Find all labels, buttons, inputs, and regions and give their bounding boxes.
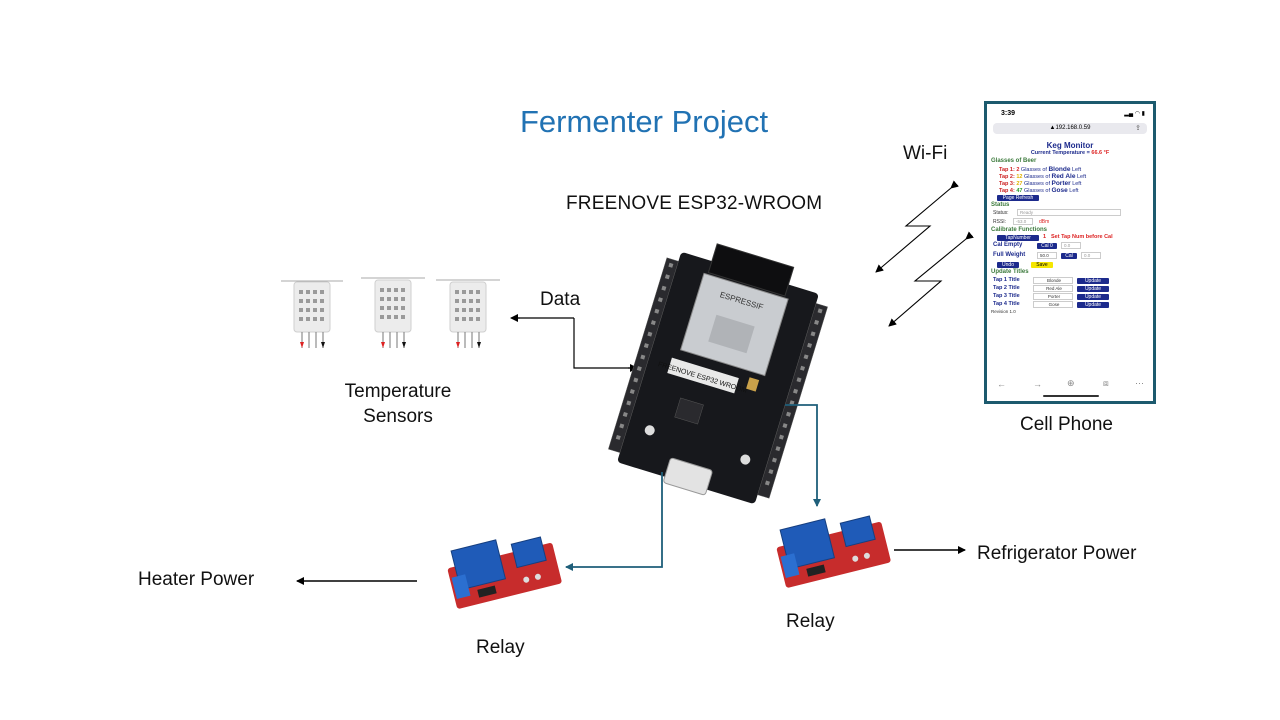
tap-title-label: Tap 1 Title	[993, 277, 1020, 283]
tap-title-field[interactable]: Red Ale	[1033, 285, 1073, 292]
page-refresh-button[interactable]: Page Refresh	[997, 195, 1039, 201]
tapnumber-hint: Set Tap Num before Cal	[1051, 234, 1113, 240]
tap-row: Tap 2: 12 Glasses of Red Ale Left	[999, 173, 1087, 180]
cell-phone-screen: 3:39 ▂▄ ◠ ▮ ▲192.168.0.59 ⇪ Keg Monitor …	[984, 101, 1156, 404]
tabs-icon[interactable]: ⧈	[1103, 378, 1109, 388]
save-button[interactable]: Save	[1031, 262, 1053, 268]
temperature-sensor-2	[361, 277, 425, 348]
temperature-sensor-3	[436, 279, 500, 348]
undo-button[interactable]: Undo	[997, 262, 1019, 268]
relay-left	[447, 536, 562, 609]
cal-empty-field[interactable]: 0.0	[1061, 242, 1081, 249]
rssi-unit: dBm	[1039, 219, 1050, 225]
update-titles-heading: Update Titles	[991, 269, 1029, 275]
update-button[interactable]: Update	[1077, 302, 1109, 308]
tap-title-field[interactable]: Gose	[1033, 301, 1073, 308]
wifi-link-2	[888, 231, 974, 327]
tap-row: Tap 1: 2 Glasses of Blonde Left	[999, 166, 1082, 173]
tap-title-label: Tap 3 Title	[993, 293, 1020, 299]
cal0-button[interactable]: Cal 0	[1037, 243, 1057, 249]
full-weight-label: Full Weight	[993, 252, 1026, 258]
cal-empty-label: Cal Empty	[993, 242, 1023, 248]
url-bar[interactable]: ▲192.168.0.59	[993, 123, 1147, 134]
connector-to-left-relay	[565, 472, 663, 571]
update-button[interactable]: Update	[1077, 278, 1109, 284]
current-temp-label: Current Temperature =	[1030, 150, 1090, 156]
temperature-sensor-1	[281, 280, 343, 348]
revision-text: Revision 1.0	[991, 309, 1016, 314]
status-heading: Status	[991, 202, 1010, 208]
tap-row: Tap 4: 47 Glasses of Gose Left	[999, 187, 1079, 194]
tap-title-field[interactable]: Blonde	[1033, 277, 1073, 284]
update-button[interactable]: Update	[1077, 294, 1109, 300]
wifi-label: Wi-Fi	[903, 143, 948, 164]
status-label: Status:	[993, 210, 1009, 216]
forward-icon[interactable]: →	[1033, 379, 1042, 389]
temperature-sensors-label: Temperature Sensors	[344, 381, 452, 427]
tapnumber-value: 1	[1043, 234, 1047, 240]
connector-to-right-relay	[785, 404, 821, 507]
calibrate-heading: Calibrate Functions	[991, 227, 1048, 233]
cal-field[interactable]: 0.0	[1081, 252, 1101, 259]
cal-button[interactable]: Cal	[1061, 253, 1077, 259]
board-label: FREENOVE ESP32-WROOM	[566, 193, 823, 214]
heater-power-label: Heater Power	[138, 569, 255, 590]
tapnumber-button[interactable]: TapNumber	[997, 235, 1039, 241]
relay-left-label: Relay	[476, 637, 525, 658]
keg-monitor-title: Keg Monitor	[1046, 141, 1094, 150]
home-indicator	[1043, 395, 1099, 397]
glasses-heading: Glasses of Beer	[991, 158, 1037, 164]
diagram-title: Fermenter Project	[520, 104, 769, 139]
update-button[interactable]: Update	[1077, 286, 1109, 292]
rssi-label: RSSI:	[993, 219, 1007, 225]
relay-right-label: Relay	[786, 611, 835, 632]
status-field: Ready	[1017, 209, 1121, 216]
full-weight-field[interactable]: 50.0	[1037, 252, 1057, 259]
tap-row: Tap 3: 27 Glasses of Porter Left	[999, 180, 1082, 187]
current-temp-value: 66.6 °F	[1091, 150, 1110, 156]
data-connector	[512, 317, 636, 369]
refrigerator-power-label: Refrigerator Power	[977, 543, 1137, 564]
current-temperature: Current Temperature = 66.6 °F	[987, 150, 1153, 156]
more-icon[interactable]: ⋯	[1135, 378, 1144, 388]
tap-title-field[interactable]: Porter	[1033, 293, 1073, 300]
data-label: Data	[540, 289, 581, 310]
wifi-link-1	[875, 180, 959, 273]
rssi-field: -53.0	[1013, 218, 1033, 225]
tap-title-label: Tap 4 Title	[993, 301, 1020, 307]
new-tab-icon[interactable]: ⊕	[1067, 378, 1075, 388]
esp32-board: ESPRESSIF FREENOVE ESP32 WROOM	[608, 243, 828, 504]
back-icon[interactable]: ←	[997, 379, 1006, 389]
share-icon[interactable]: ⇪	[1135, 125, 1141, 132]
phone-status-icons: ▂▄ ◠ ▮	[1124, 111, 1145, 117]
relay-right	[776, 515, 891, 588]
tap-title-label: Tap 2 Title	[993, 285, 1020, 291]
cell-phone-label: Cell Phone	[1020, 414, 1113, 435]
phone-time: 3:39	[1001, 110, 1016, 117]
